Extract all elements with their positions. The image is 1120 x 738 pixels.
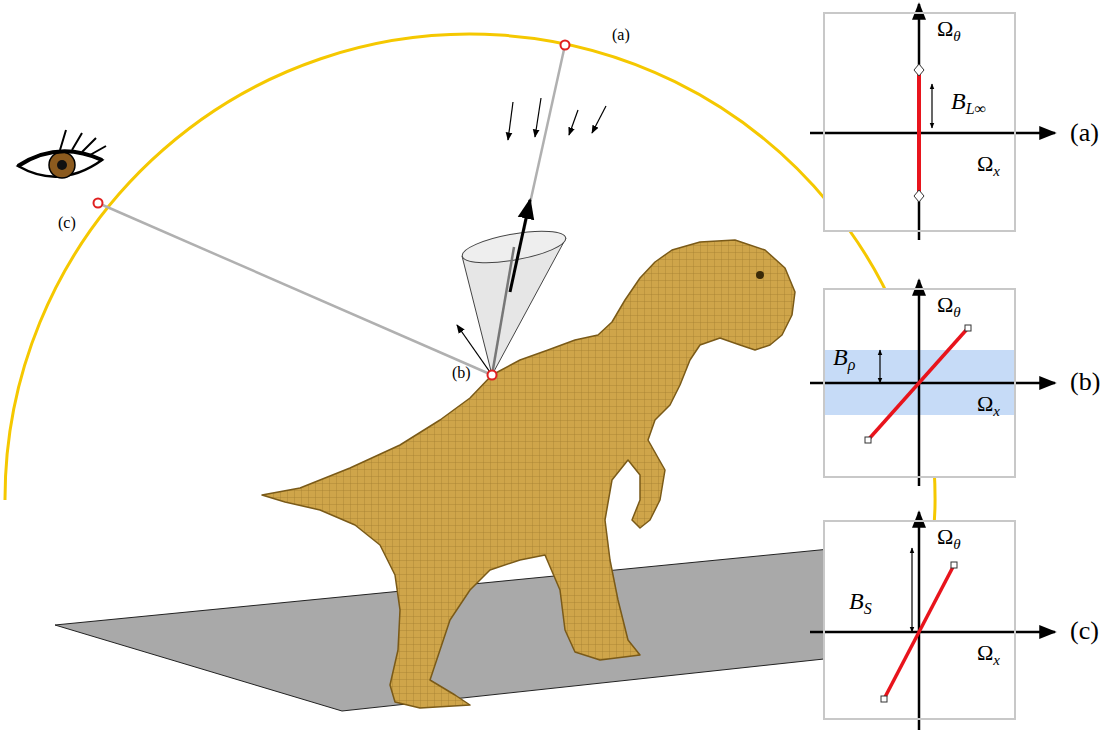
point-marker — [488, 371, 497, 380]
subscript: x — [993, 163, 1000, 179]
subscript: S — [864, 600, 872, 617]
symbol: Ω — [937, 292, 953, 317]
point-label: (b) — [450, 364, 473, 382]
point-label: (a) — [610, 26, 632, 44]
subscript: θ — [953, 304, 960, 320]
subscript: ρ — [848, 356, 856, 373]
subscript: θ — [953, 28, 960, 44]
subscript: L∞ — [966, 100, 986, 117]
symbol: B — [951, 88, 966, 114]
point-label: (c) — [56, 214, 78, 232]
bandwidth-label: BL∞ — [951, 88, 986, 117]
symbol: Ω — [977, 391, 993, 416]
view-ray — [98, 203, 492, 375]
incident-light — [508, 98, 606, 140]
symbol: Ω — [977, 640, 993, 665]
symbol: Ω — [937, 524, 953, 549]
point-marker — [561, 41, 570, 50]
symbol: Ω — [977, 151, 993, 176]
symbol: B — [849, 588, 864, 614]
viewer-eye — [18, 130, 106, 178]
panel-label: (b) — [1070, 368, 1100, 397]
spectrum-plot — [810, 512, 1055, 730]
subscript: θ — [953, 536, 960, 552]
spectrum-panel: ΩθBρΩx(b) — [823, 288, 1016, 478]
spectrum-plot — [810, 280, 1055, 486]
spectrum-plot — [810, 4, 1055, 240]
symbol: B — [833, 344, 848, 370]
point-marker — [94, 199, 103, 208]
panel-label: (a) — [1070, 119, 1099, 148]
axis-label: Ωθ — [937, 17, 961, 44]
axis-label: Ωx — [977, 641, 1000, 668]
subscript: x — [993, 652, 1000, 668]
spectrum-panel: ΩθΩxBL∞(a) — [823, 12, 1016, 232]
axis-label: Ωθ — [937, 293, 961, 320]
bandwidth-label: BS — [849, 588, 872, 617]
axis-label: Ωx — [977, 152, 1000, 179]
subscript: x — [993, 403, 1000, 419]
bandwidth-label: Bρ — [833, 344, 855, 373]
axis-label: Ωx — [977, 392, 1000, 419]
reflection-arrow — [510, 200, 530, 292]
dinosaur-eye — [756, 271, 764, 279]
spectrum-panel: ΩθBSΩx(c) — [823, 520, 1016, 720]
axis-label: Ωθ — [937, 525, 961, 552]
panel-label: (c) — [1070, 617, 1099, 646]
symbol: Ω — [937, 16, 953, 41]
